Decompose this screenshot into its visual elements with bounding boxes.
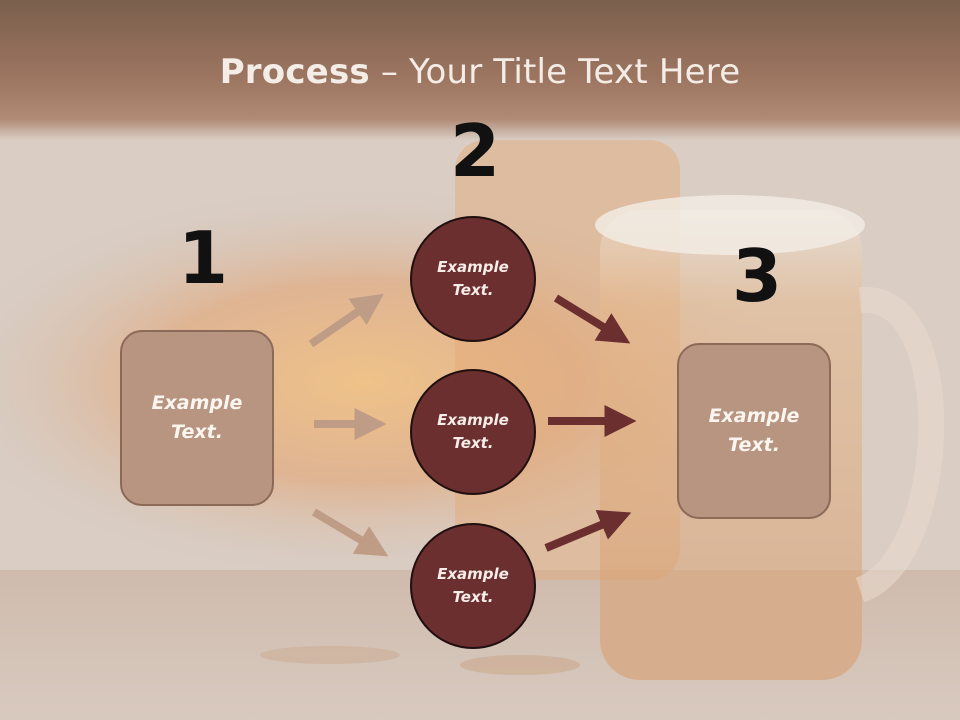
circle-2: Example Text. [410,369,536,495]
title-bold: Process [219,52,370,92]
step-1-text: Example Text. [151,392,243,443]
arrow-to-circle-1 [308,293,384,348]
circle-1-text: Example Text. [437,258,509,299]
step-number-2: 2 [450,109,501,193]
arrow-circle-3-to-box-3 [544,510,632,552]
arrow-circle-1-to-box-3 [553,294,631,344]
circle-1: Example Text. [410,216,536,342]
circle-3-text: Example Text. [437,565,509,606]
circle-2-text: Example Text. [437,411,509,452]
step-number-1: 1 [178,216,229,300]
step-3-text: Example Text. [708,405,800,456]
step-1-box: Example Text. [120,330,274,506]
circle-3: Example Text. [410,523,536,649]
step-3-box: Example Text. [677,343,831,519]
step-number-3: 3 [732,234,783,318]
page-title: Process – Your Title Text Here [0,52,960,92]
title-band [0,0,960,140]
title-rest: – Your Title Text Here [369,52,741,92]
arrow-to-circle-3 [311,508,389,557]
